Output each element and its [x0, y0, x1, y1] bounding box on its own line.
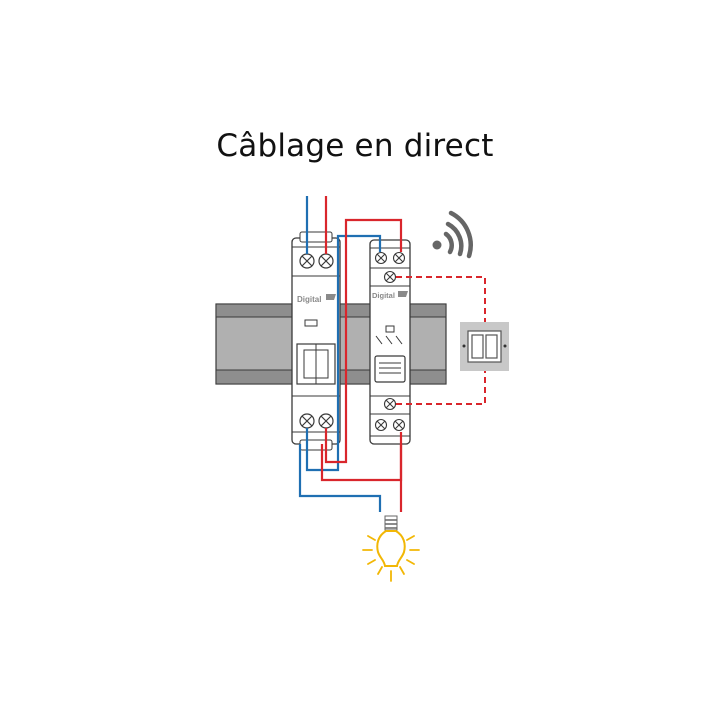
circuit-breaker: Digital [291, 231, 341, 451]
smart-switch-module: Digital [369, 239, 411, 445]
screw-terminal [383, 397, 397, 411]
double-push-button-icon [460, 322, 509, 371]
breaker-toggle-lever [296, 343, 336, 385]
light-bulb-icon [362, 515, 420, 582]
screw-terminal [383, 270, 397, 284]
brand-logo-mark [326, 294, 336, 300]
module-push-button [374, 355, 406, 383]
switch-control-wires [396, 276, 486, 405]
brand-logo-mark [398, 291, 408, 297]
breaker-brand-label: Digital [297, 295, 321, 304]
wireless-signal-icon [432, 210, 473, 259]
screw-terminal [318, 253, 334, 269]
screw-terminal [392, 251, 406, 265]
screw-terminal [318, 413, 334, 429]
screw-terminal [374, 251, 388, 265]
screw-terminal [299, 253, 315, 269]
screw-terminal [299, 413, 315, 429]
hatch-marks [375, 335, 403, 345]
module-brand-label: Digital [372, 291, 395, 300]
screw-terminal [374, 418, 388, 432]
status-led [385, 325, 395, 333]
neutral-wires [298, 196, 382, 512]
screw-terminal [392, 418, 406, 432]
live-wires [320, 196, 403, 512]
diagram-title: Câblage en direct [216, 128, 494, 164]
